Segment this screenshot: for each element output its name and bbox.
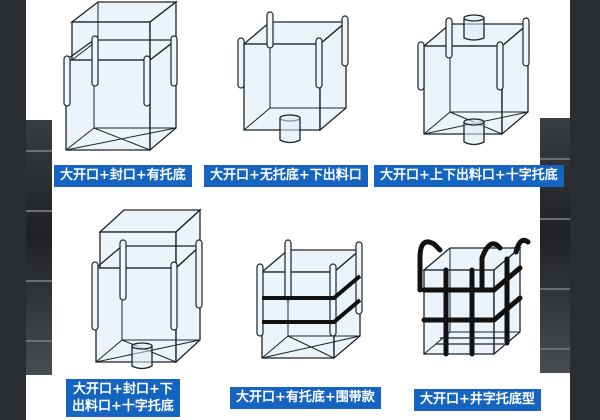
- caption-skirt-spout-cross: 大开口+封口+下 出料口+十字托底: [66, 379, 180, 417]
- caption-belted-flat-bottom: 大开口+有托底+围带款: [230, 387, 381, 409]
- caption-line-1: 大开口+封口+下: [73, 382, 173, 397]
- caption-grid-bottom: 大开口+井字托底型: [414, 389, 541, 411]
- bag-open-top-bottom-spout-icon: [237, 11, 349, 144]
- bag-open-skirt-flat-bottom-icon: [63, 0, 178, 152]
- bag-top-bottom-spout-cross-bottom-icon: [417, 14, 530, 146]
- bag-skirt-bottom-spout-cross-bottom-icon: [91, 208, 203, 370]
- caption-top-bottom-spout-cross: 大开口+上下出料口+十字托底: [374, 165, 564, 187]
- left-photo-strip: [26, 120, 52, 375]
- caption-open-no-bottom-spout: 大开口+无托底+下出料口: [204, 165, 368, 187]
- right-photo-strip: [540, 118, 570, 373]
- bag-belted-flat-bottom-icon: [256, 239, 363, 360]
- left-dark-border: [0, 0, 26, 420]
- caption-line-2: 出料口+十字托底: [72, 399, 174, 414]
- caption-open-skirt-flat-bottom: 大开口+封口+有托底: [54, 165, 192, 187]
- bag-grid-bottom-black-loops-icon: [417, 237, 531, 357]
- right-dark-border: [570, 0, 600, 420]
